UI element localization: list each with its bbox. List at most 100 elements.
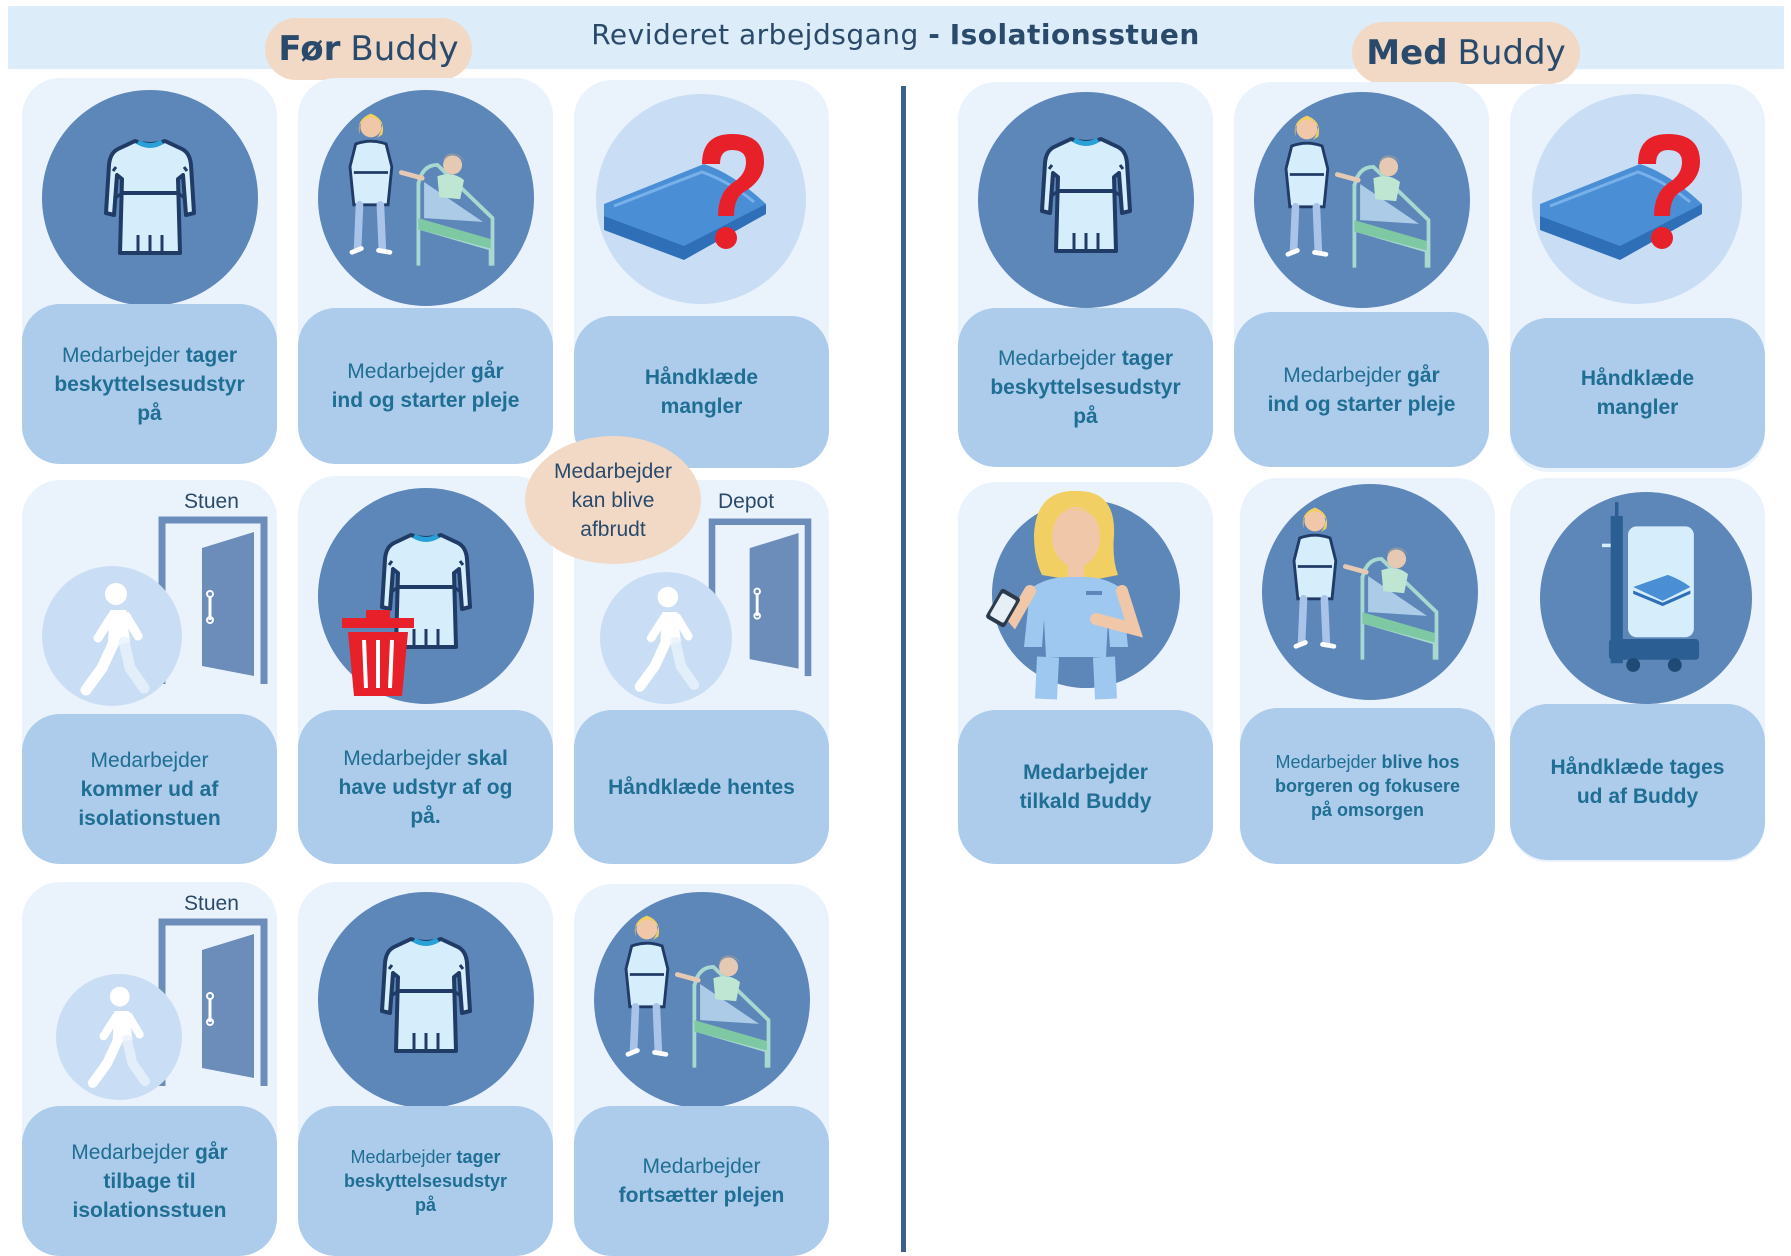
- before-step-4-card: Stuen Medarbejder kommer ud af isolation…: [22, 480, 277, 864]
- after-step-2-card: Medarbejder går ind og starter pleje: [1234, 82, 1489, 467]
- label-line: Medarbejder: [642, 1155, 761, 1178]
- gown-icon: [318, 892, 534, 1108]
- interruption-bubble: Medarbejder kan blive afbrudt: [525, 436, 701, 564]
- label-emphasis: tager: [456, 1147, 501, 1167]
- before-step-7-label: Medarbejder går tilbage til isolationsst…: [22, 1106, 277, 1256]
- room-tag: Depot: [718, 490, 775, 513]
- before-step-5-card: Medarbejder skal have udstyr af og på.: [298, 476, 553, 864]
- after-bold: Med: [1366, 33, 1448, 73]
- label-line: beskyttelsesudstyr: [343, 1171, 508, 1191]
- before-step-3-card: Håndklæde mangler: [574, 80, 829, 468]
- before-step-5-label: Medarbejder skal have udstyr af og på.: [298, 710, 553, 864]
- room-tag: Stuen: [184, 490, 239, 513]
- before-step-6-card: Depot Håndklæde hentes: [574, 480, 829, 864]
- walking-person-icon: [600, 572, 732, 704]
- label-line: kommer ud af: [80, 777, 219, 801]
- before-step-9-card: Medarbejder fortsætter plejen: [574, 884, 829, 1256]
- before-rest: Buddy: [350, 29, 459, 69]
- label-line: Medarbejder: [1275, 752, 1382, 772]
- nurse-patient-bed-icon: [594, 892, 810, 1108]
- trash-icon: [340, 608, 416, 698]
- label-line: Medarbejder: [61, 343, 186, 367]
- walking-person-icon: [42, 566, 182, 706]
- towel-missing-icon: [596, 94, 806, 304]
- label-line: på: [1073, 405, 1098, 428]
- after-step-1-label: Medarbejder tager beskyttelsesudstyr på: [958, 308, 1213, 467]
- label-line: ind og starter pleje: [331, 389, 520, 412]
- room-tag: Stuen: [184, 892, 239, 915]
- gown-icon: [978, 92, 1194, 308]
- before-step-8-label: Medarbejder tager beskyttelsesudstyr på: [298, 1106, 553, 1256]
- label-line: mangler: [1596, 396, 1679, 419]
- label-line: beskyttelsesudstyr: [54, 372, 245, 396]
- before-bold: Før: [278, 29, 341, 69]
- label-emphasis: skal: [466, 746, 508, 770]
- before-step-1-label: Medarbejder tager beskyttelsesudstyr på: [22, 304, 277, 464]
- label-line: ud af Buddy: [1576, 785, 1699, 808]
- label-emphasis: går: [195, 1140, 228, 1164]
- after-step-3-label: Håndklæde mangler: [1510, 318, 1765, 468]
- label-line: tilbage til: [103, 1169, 196, 1193]
- label-line: Medarbejder: [90, 748, 209, 772]
- label-line: ind og starter pleje: [1267, 392, 1456, 416]
- label-line: på: [137, 401, 162, 425]
- bubble-line: afbrudt: [580, 517, 646, 541]
- after-step-5-label: Medarbejder blive hos borgeren og fokuse…: [1240, 708, 1495, 864]
- page-title: Revideret arbejdsgang - Isolationsstuen: [0, 18, 1791, 51]
- after-step-4-label: Medarbejder tilkald Buddy: [958, 710, 1213, 864]
- label-emphasis: går: [471, 360, 504, 383]
- label-line: Medarbejder: [350, 1147, 457, 1167]
- nurse-patient-bed-icon: [1262, 484, 1478, 700]
- after-step-1-card: Medarbejder tager beskyttelsesudstyr på: [958, 82, 1213, 467]
- before-step-4-label: Medarbejder kommer ud af isolationstuen: [22, 714, 277, 864]
- after-step-5-card: Medarbejder blive hos borgeren og fokuse…: [1240, 478, 1495, 864]
- after-step-4-card: Medarbejder tilkald Buddy: [958, 482, 1213, 864]
- label-line: have udstyr af og: [338, 775, 513, 799]
- before-step-1-card: Medarbejder tager beskyttelsesudstyr på: [22, 78, 277, 464]
- nurse-phone-icon: [992, 500, 1180, 688]
- label-line: borgeren og fokusere: [1274, 776, 1461, 796]
- bubble-line: kan blive: [571, 488, 655, 512]
- label-line: isolationsstuen: [72, 1198, 227, 1222]
- label-line: Medarbejder: [997, 347, 1122, 370]
- before-step-6-label: Håndklæde hentes: [574, 710, 829, 864]
- nurse-patient-bed-icon: [318, 90, 534, 306]
- title-bold: Isolationsstuen: [949, 18, 1200, 51]
- after-step-2-label: Medarbejder går ind og starter pleje: [1234, 312, 1489, 467]
- title-separator: -: [928, 18, 941, 51]
- label-line: Medarbejder: [1283, 363, 1408, 387]
- section-divider: [901, 86, 906, 1252]
- label-line: på: [414, 1195, 436, 1215]
- walking-person-icon: [56, 974, 182, 1100]
- label-line: Håndklæde: [1580, 367, 1695, 390]
- label-line: Medarbejder: [343, 746, 467, 770]
- after-step-6-label: Håndklæde tages ud af Buddy: [1510, 704, 1765, 860]
- label-line: Medarbejder: [347, 360, 472, 383]
- towel-missing-icon: [1532, 94, 1742, 304]
- label-line: Håndklæde: [644, 366, 759, 389]
- title-regular: Revideret arbejdsgang: [591, 18, 919, 51]
- label-line: isolationstuen: [78, 806, 221, 830]
- label-emphasis: tager: [1121, 347, 1174, 370]
- label-emphasis: går: [1407, 363, 1440, 387]
- before-step-2-card: Medarbejder går ind og starter pleje: [298, 78, 553, 464]
- label-line: på.: [410, 804, 441, 828]
- after-step-3-card: Håndklæde mangler: [1510, 84, 1765, 472]
- label-line: på omsorgen: [1310, 800, 1425, 820]
- label-emphasis: blive hos: [1381, 752, 1460, 772]
- label-line: mangler: [660, 395, 743, 418]
- label-emphasis: tager: [185, 343, 238, 367]
- before-step-2-label: Medarbejder går ind og starter pleje: [298, 308, 553, 464]
- before-step-8-card: Medarbejder tager beskyttelsesudstyr på: [298, 882, 553, 1256]
- label-line: Håndklæde hentes: [608, 775, 795, 799]
- label-line: tilkald Buddy: [1019, 790, 1152, 813]
- robot-towel-icon: [1540, 492, 1752, 704]
- bubble-line: Medarbejder: [554, 459, 672, 483]
- before-step-7-card: Stuen Medarbejder går tilbage til isolat…: [22, 882, 277, 1256]
- gown-icon: [42, 90, 258, 306]
- after-rest: Buddy: [1457, 33, 1566, 73]
- after-step-6-card: Håndklæde tages ud af Buddy: [1510, 478, 1765, 862]
- label-line: Håndklæde tages: [1550, 756, 1725, 779]
